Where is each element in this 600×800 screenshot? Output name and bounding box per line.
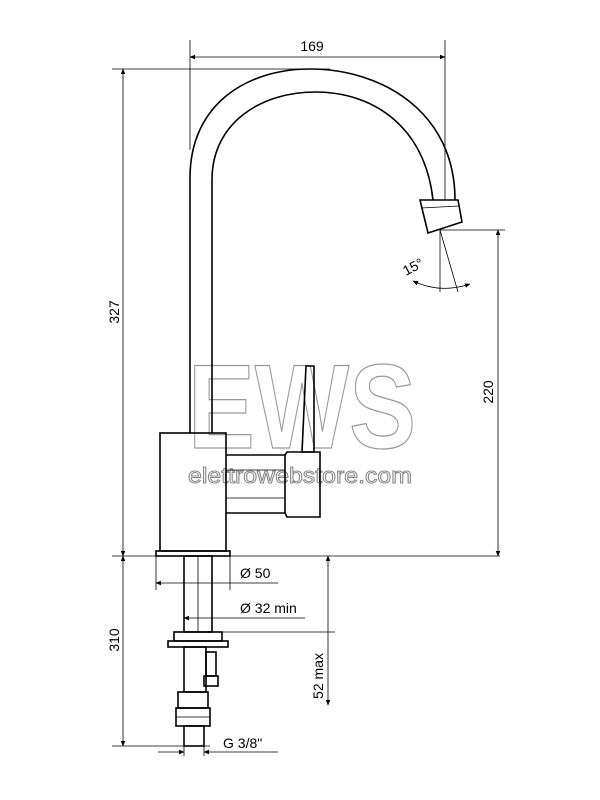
watermark-logo: EWS: [188, 340, 416, 474]
dimension-hole-diameter-label: Ø 32 min: [240, 600, 297, 616]
mounting-assembly: [167, 555, 229, 747]
dimension-base-diameter-label: Ø 50: [240, 565, 271, 581]
dimension-hose-length: 310: [106, 555, 210, 747]
dimension-width: 169: [189, 38, 446, 200]
dimension-width-label: 169: [300, 38, 324, 54]
dimension-connection-label: G 3/8": [223, 735, 262, 751]
dimension-base-diameter: Ø 50: [155, 556, 278, 590]
dimension-angle: 15°: [400, 229, 471, 293]
dimension-max-thickness: 52 max: [222, 555, 335, 706]
dimension-angle-label: 15°: [400, 255, 426, 279]
dimension-max-thickness-label: 52 max: [310, 653, 326, 699]
dimension-total-height-label: 327: [106, 300, 122, 324]
dimension-spout-height-label: 220: [480, 380, 496, 404]
dimension-hose-length-label: 310: [106, 628, 122, 652]
faucet-body: [155, 365, 321, 557]
dimension-spout-height: 220: [440, 229, 505, 557]
watermark-url: elettrowebstore.com: [188, 463, 412, 488]
dimension-total-height: 327: [106, 68, 500, 557]
dimension-hole-diameter: Ø 32 min: [183, 556, 305, 625]
dimension-connection: G 3/8": [158, 735, 278, 756]
